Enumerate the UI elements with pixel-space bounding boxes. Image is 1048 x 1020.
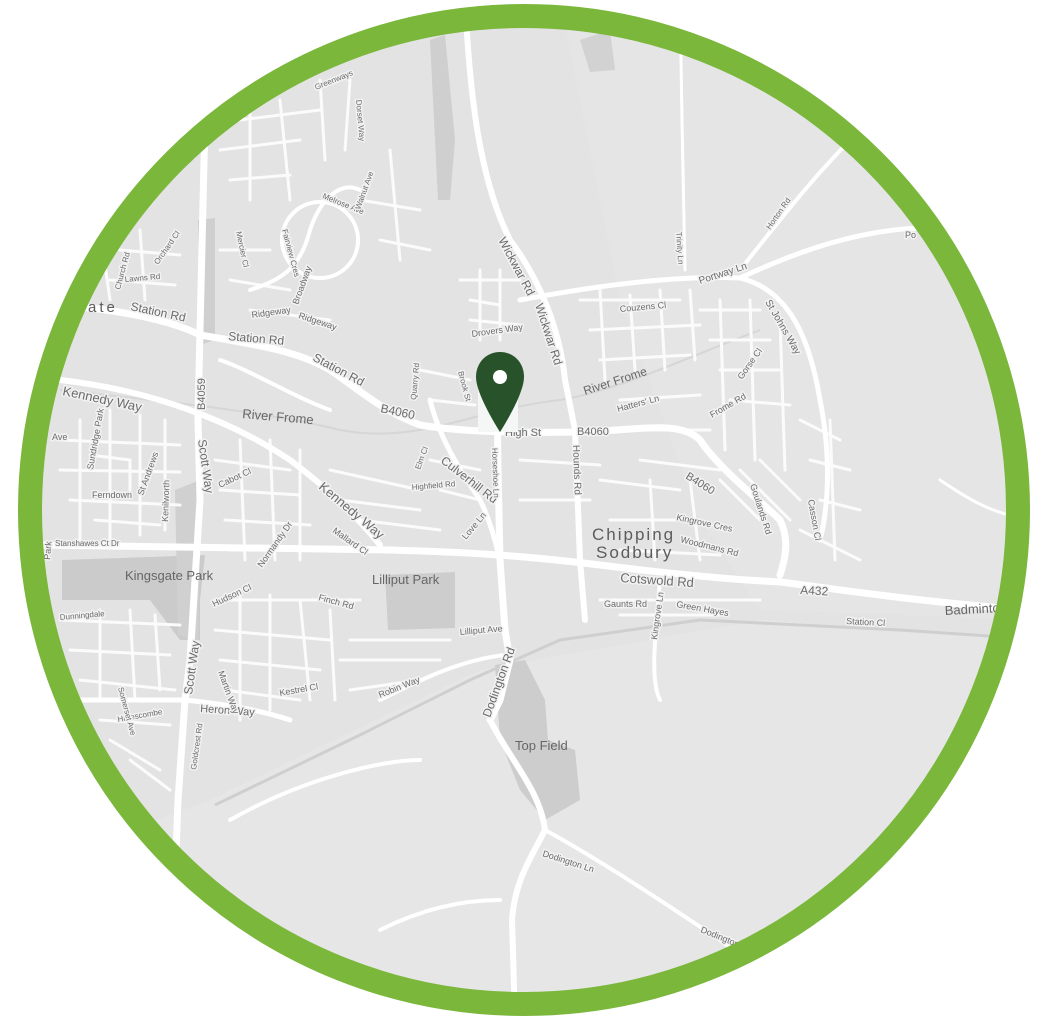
label-river-frome-west: River Frome bbox=[242, 406, 315, 427]
label-a432: A432 bbox=[800, 583, 829, 598]
label-chipping: Chipping bbox=[592, 525, 675, 544]
label-kenilworth: Kenilworth bbox=[160, 480, 171, 522]
kingsgate-park-area bbox=[62, 555, 205, 640]
label-station-rd-mid: Station Rd bbox=[228, 329, 285, 348]
label-park: Park bbox=[42, 540, 54, 560]
label-ferndown: Ferndown bbox=[92, 490, 132, 500]
label-stanshawes-ct-dr: Stanshawes Ct Dr bbox=[55, 539, 120, 548]
minor-roads-east bbox=[418, 268, 862, 617]
label-b4060-east: B4060 bbox=[577, 426, 609, 438]
label-cotswold-rd: Cotswold Rd bbox=[620, 570, 695, 590]
top-field-area bbox=[495, 660, 580, 820]
northern-strip bbox=[430, 35, 455, 200]
small-field bbox=[580, 30, 615, 72]
label-po: Po bbox=[905, 230, 916, 240]
label-sodbury: Sodbury bbox=[596, 543, 673, 562]
location-marker[interactable] bbox=[476, 352, 524, 432]
label-b4059: B4059 bbox=[196, 378, 208, 410]
railway-line bbox=[214, 618, 1007, 807]
label-ave: Ave bbox=[52, 432, 67, 442]
label-badminton: Badminto bbox=[944, 600, 1000, 618]
label-lilliput-park: Lilliput Park bbox=[372, 572, 440, 587]
label-top-field: Top Field bbox=[515, 738, 568, 753]
label-hounds-rd: Hounds Rd bbox=[570, 445, 583, 495]
label-kingsgate-park: Kingsgate Park bbox=[125, 568, 214, 583]
frame-ring bbox=[18, 4, 1030, 1016]
map-pin-icon bbox=[476, 352, 524, 432]
label-ate: ate bbox=[88, 299, 118, 316]
minor-roads-west bbox=[58, 78, 452, 792]
label-trinity-ln: Trinity Ln bbox=[674, 232, 685, 265]
label-station-cl: Station Cl bbox=[846, 616, 886, 628]
lilliput-park-area bbox=[385, 572, 455, 630]
label-horseshoe-ln: Horseshoe Ln bbox=[490, 448, 501, 498]
label-gaunts-rd: Gaunts Rd bbox=[604, 599, 647, 609]
label-heron-way: Heron Way bbox=[200, 703, 256, 719]
